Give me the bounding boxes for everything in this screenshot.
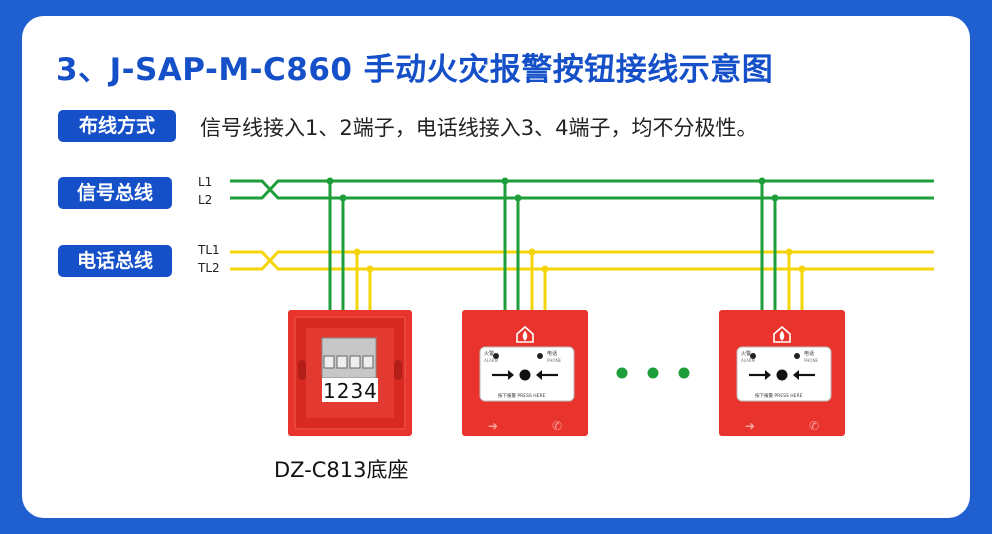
tl2-label: TL2 [197,261,220,275]
base-caption: DZ-C813底座 [274,458,409,482]
page-title: 3、J-SAP-M-C860 手动火灾报警按钮接线示意图 [56,52,774,88]
wiring-method-tag: 布线方式 [58,110,176,142]
phone-sub-2: PHONE [547,358,562,363]
diagram-card: 3、J-SAP-M-C860 手动火灾报警按钮接线示意图 布线方式 信号线接入1… [22,16,970,518]
device3-drop-wires [758,177,806,312]
base-terminal-numbers: 1234 [323,379,378,403]
l2-label: L2 [198,193,212,207]
phone-icon-3: ✆ [809,419,819,433]
base-left-slot [298,360,306,380]
phone-bus-tag: 电话总线 [58,245,172,277]
phone-label-3: 电话 [804,350,814,357]
phone-icon-2: ✆ [552,419,562,433]
phone-sub-3: PHONE [804,358,819,363]
tl1-label: TL1 [197,243,220,257]
wiring-method-description: 信号线接入1、2端子，电话线接入3、4端子，均不分极性。 [200,116,758,140]
press-here-3: 按下报警 PRESS HERE [755,392,803,399]
call-point-3: 火警 ALARM 电话 PHONE 按下报警 PRESS HERE ➜ ✆ [719,310,845,436]
fire-house-icon [516,325,534,343]
base-right-slot [394,360,402,380]
fire-house-icon [773,325,791,343]
alarm-label-3: 火警 [741,350,751,357]
press-arrows-3 [749,369,815,381]
device2-drop-wires [501,177,549,312]
l1-label: L1 [198,175,212,189]
arrow-icon-2: ➜ [488,419,498,433]
wiring-diagram: L1 L2 TL1 TL2 [197,175,934,436]
base-junction-dots [326,177,374,273]
alarm-sub-3: ALARM [741,358,756,363]
ellipsis-dots [616,367,690,379]
signal-bus-tag: 信号总线 [58,177,172,209]
press-here-2: 按下报警 PRESS HERE [498,392,546,399]
phone-bus-lines [230,250,934,271]
arrow-icon-3: ➜ [745,419,755,433]
press-arrows-2 [492,369,558,381]
base-unit: 1234 [288,310,412,436]
alarm-label-2: 火警 [484,350,494,357]
alarm-sub-2: ALARM [484,358,499,363]
call-point-2: 火警 ALARM 电话 PHONE 按下报警 PRESS HERE ➜ ✆ [462,310,588,436]
phone-label-2: 电话 [547,350,557,357]
signal-bus-lines [230,179,934,200]
